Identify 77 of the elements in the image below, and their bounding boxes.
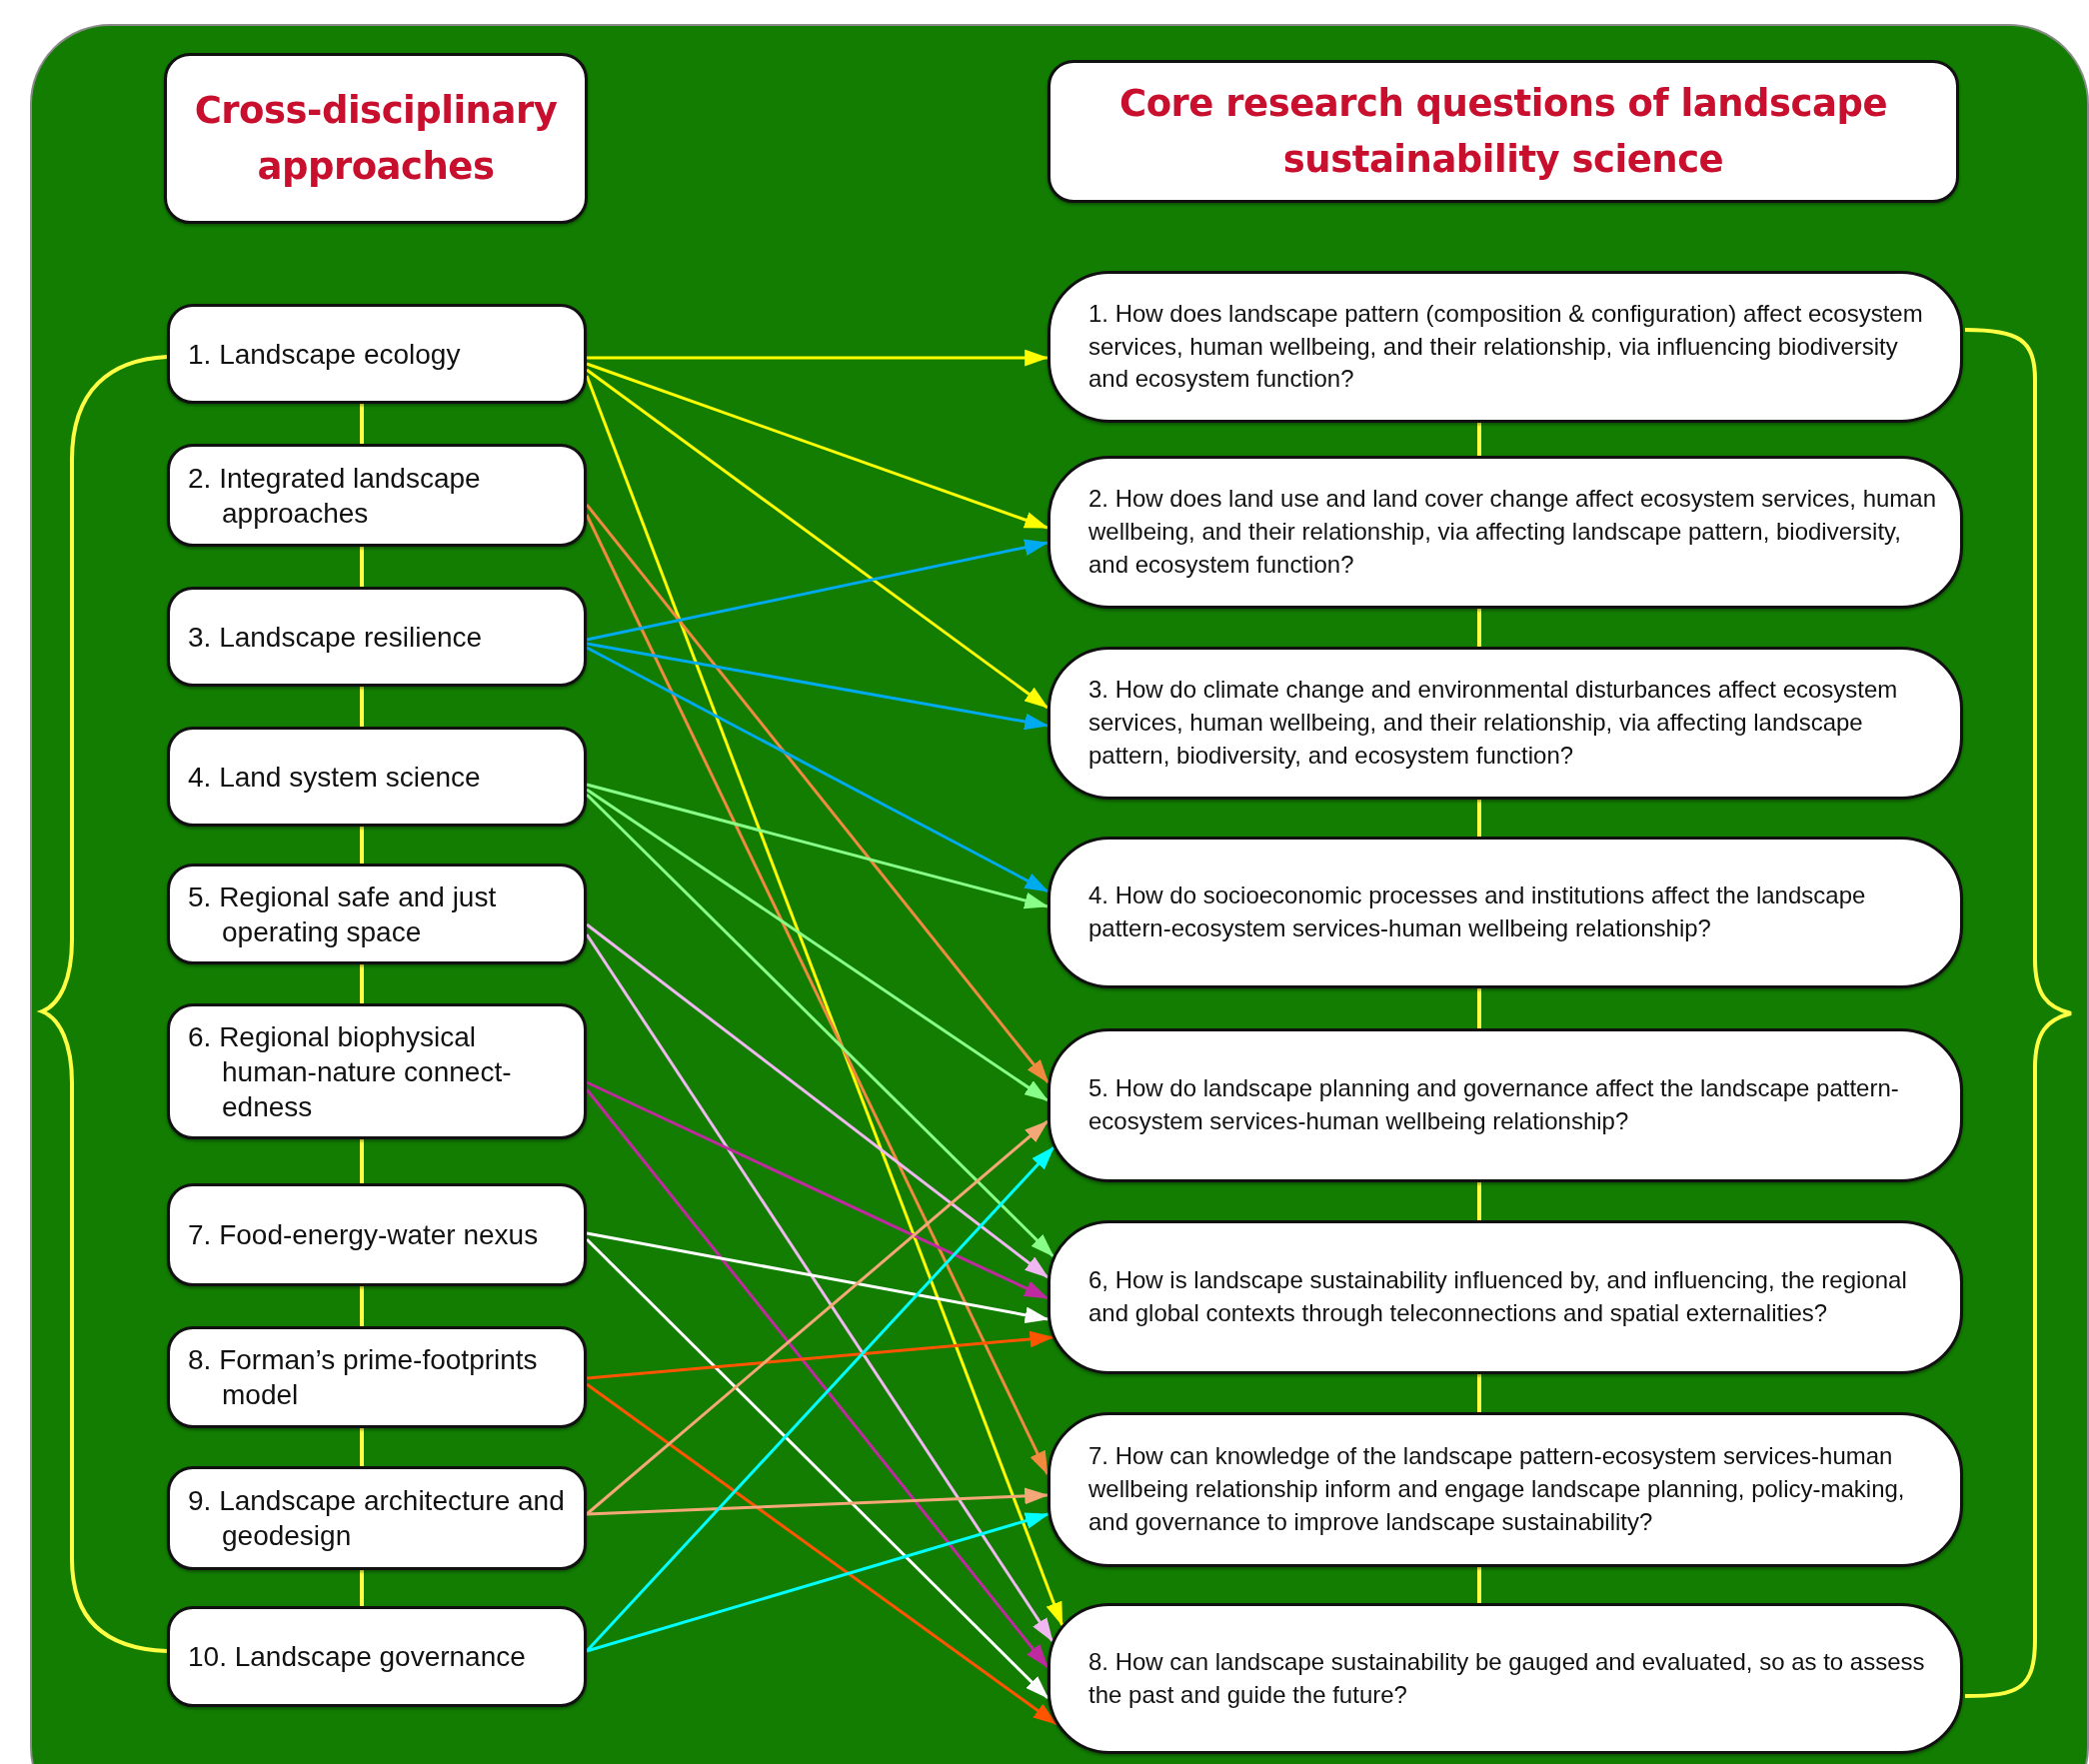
arrow xyxy=(586,642,1049,731)
question-text: 2. How does land use and land cover change affect ecosystem services, human wellbeing, and their relationship, via affecting landscape pattern, biodiversity, and ecosystem function? xyxy=(1088,484,1938,580)
connector-line xyxy=(1477,1182,1481,1220)
connector-line xyxy=(360,964,364,1003)
arrow xyxy=(586,1382,1057,1726)
approach-box xyxy=(167,864,587,964)
connector-line xyxy=(360,1139,364,1183)
approach-label: 6. Regional biophysical human-nature connect-edness xyxy=(188,1019,513,1124)
header-title: Core research questions of landscape sustainability science xyxy=(1118,81,1888,183)
connector-line xyxy=(1477,423,1481,456)
arrow xyxy=(586,646,1049,893)
arrow xyxy=(585,514,1049,1476)
connector-line xyxy=(1477,800,1481,837)
arrow xyxy=(587,349,1049,367)
question-box xyxy=(1047,1220,1963,1374)
arrow xyxy=(586,1330,1054,1380)
approach-box xyxy=(167,1003,587,1139)
question-text: 1. How does landscape pattern (composition & configuration) affect ecosystem services, human wellbeing, and their relationship, via influencing biodiversity and ecosystem function? xyxy=(1088,298,1924,395)
arrow xyxy=(586,788,1048,1102)
connector-line xyxy=(360,687,364,727)
arrow xyxy=(585,933,1054,1642)
approach-label: 9. Landscape architecture and geodesign xyxy=(188,1484,566,1553)
question-text: 3. How do climate change and environmental disturbances affect ecosystem services, human wellbeing, and their relationship, via affecting landscape pattern, biodiversity, and ecosystem function? xyxy=(1088,675,1899,771)
approach-box xyxy=(167,1466,587,1570)
question-box xyxy=(1047,647,1963,800)
approach-label: 8. Forman’s prime-footprints model xyxy=(188,1343,539,1412)
question-box xyxy=(1047,271,1963,423)
connector-line xyxy=(1477,1567,1481,1603)
connector-line xyxy=(360,1428,364,1466)
connector-line xyxy=(1477,1374,1481,1412)
approach-label: 3. Landscape resilience xyxy=(188,620,483,655)
arrow xyxy=(586,1080,1049,1300)
header-box xyxy=(164,53,588,224)
approach-box xyxy=(167,727,587,827)
arrow xyxy=(586,1231,1049,1324)
arrow xyxy=(586,1487,1049,1516)
arrow xyxy=(585,504,1049,1083)
question-text: 4. How do socioeconomic processes and institutions affect the landscape pattern-ecosystem services-human wellbeing relationship? xyxy=(1088,881,1867,943)
question-box xyxy=(1047,1412,1963,1567)
approach-label: 10. Landscape governance xyxy=(188,1640,526,1674)
connector-line xyxy=(360,1286,364,1326)
question-text: 6, How is landscape sustainability influenced by, and influencing, the regional and global contexts through teleconnections and spatial externalities? xyxy=(1088,1265,1908,1328)
arrow xyxy=(586,783,1049,909)
question-box xyxy=(1047,1028,1963,1182)
connector-line xyxy=(1477,609,1481,647)
question-box xyxy=(1047,456,1963,609)
connector-line xyxy=(1477,988,1481,1028)
arrow xyxy=(586,922,1049,1279)
approach-label: 2. Integrated landscape approaches xyxy=(188,461,482,531)
connector-line xyxy=(360,827,364,864)
question-text: 7. How can knowledge of the landscape pattern-ecosystem services-human wellbeing relationship inform and engage landscape planning, policy-making, and governance to improve landscape sustainability? xyxy=(1088,1441,1906,1537)
header-box xyxy=(1047,60,1959,203)
arrow xyxy=(585,1237,1049,1700)
approach-label: 7. Food-energy-water nexus xyxy=(188,1218,539,1252)
approach-box xyxy=(167,587,587,687)
question-box xyxy=(1047,1603,1963,1754)
header-title: Cross-disciplinary approaches xyxy=(193,88,559,190)
arrow xyxy=(586,1512,1049,1653)
approach-box xyxy=(167,1606,587,1707)
arrow xyxy=(586,539,1049,642)
approach-box xyxy=(167,1326,587,1428)
connector-line xyxy=(360,547,364,587)
arrow xyxy=(586,368,1048,710)
approach-box xyxy=(167,304,587,404)
question-box xyxy=(1047,837,1963,988)
approach-label: 4. Land system science xyxy=(188,760,481,795)
connector-line xyxy=(360,404,364,444)
question-text: 5. How do landscape planning and governance affect the landscape pattern-ecosystem services-human wellbeing relationship? xyxy=(1088,1073,1900,1136)
arrow xyxy=(585,375,1064,1627)
approach-box xyxy=(167,444,587,547)
connector-line xyxy=(360,1570,364,1606)
arrow xyxy=(585,793,1054,1258)
question-text: 8. How can landscape sustainability be gauged and evaluated, so as to assess the past and guide the future? xyxy=(1088,1646,1926,1710)
approach-label: 5. Regional safe and just operating space xyxy=(188,880,498,949)
arrow xyxy=(586,362,1049,530)
approach-box xyxy=(167,1183,587,1286)
approach-label: 1. Landscape ecology xyxy=(188,337,461,372)
